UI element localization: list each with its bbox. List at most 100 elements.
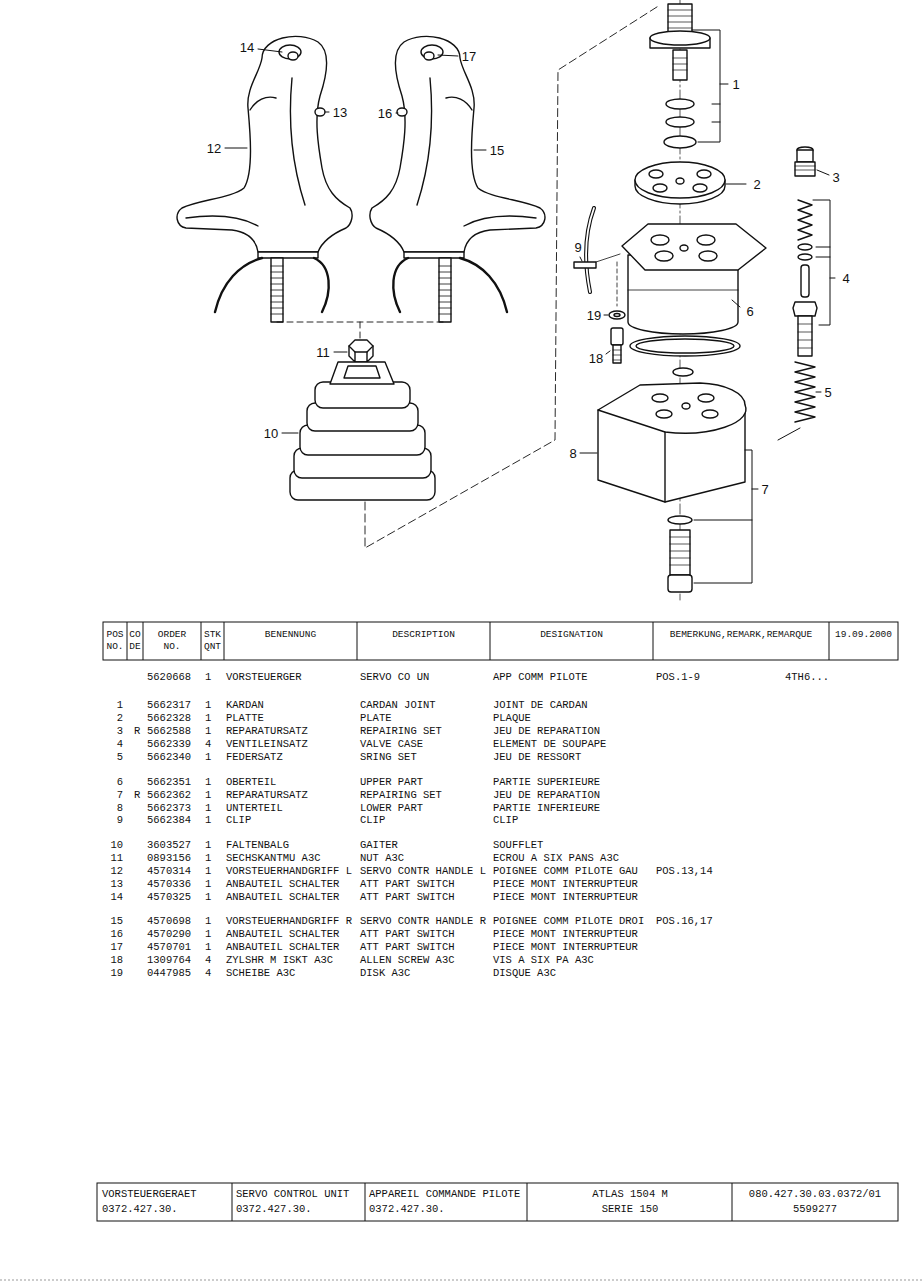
table-cell: 0447985 <box>147 967 191 979</box>
footer-cell: 0372.427.30. <box>102 1203 178 1215</box>
table-cell: ELEMENT DE SOUPAPE <box>493 738 606 750</box>
table-cell: 1 <box>205 878 211 890</box>
callout-number: 16 <box>378 106 392 121</box>
table-cell: POIGNEE COMM PILOTE DROI <box>493 915 644 927</box>
table-cell: PLAQUE <box>493 712 531 724</box>
table-cell: 3603527 <box>147 839 191 851</box>
table-cell: 1 <box>205 839 211 851</box>
table-cell: 1 <box>205 751 211 763</box>
footer-cell: 080.427.30.03.0372/01 <box>749 1188 881 1200</box>
table-cell: REPARATURSATZ <box>226 789 308 801</box>
callout-number: 17 <box>462 49 476 64</box>
table-cell: JEU DE REPARATION <box>493 725 600 737</box>
table-cell: 6 <box>103 776 123 788</box>
table-cell: 1 <box>205 915 211 927</box>
table-cell: 1309764 <box>147 954 191 966</box>
table-cell: JOINT DE CARDAN <box>493 699 588 711</box>
table-cell: CLIP <box>226 814 251 826</box>
table-cell: 5662373 <box>147 802 191 814</box>
table-cell: SECHSKANTMU A3C <box>226 852 321 864</box>
callout-number: 15 <box>490 143 504 158</box>
table-cell: 4 <box>205 954 211 966</box>
footer-cell: SERIE 150 <box>602 1203 659 1215</box>
table-cell: 18 <box>103 954 123 966</box>
table-cell: 1 <box>205 789 211 801</box>
table-cell: LOWER PART <box>360 802 423 814</box>
table-cell: 4570325 <box>147 891 191 903</box>
table-cell: UNTERTEIL <box>226 802 283 814</box>
table-header: DESIGNATION <box>492 629 652 641</box>
table-cell: R <box>134 725 140 737</box>
table-cell: ANBAUTEIL SCHALTER <box>226 928 339 940</box>
table-cell: PLATE <box>360 712 392 724</box>
table-cell: POIGNEE COMM PILOTE GAU <box>493 865 638 877</box>
table-cell: CLIP <box>493 814 518 826</box>
table-cell: 1 <box>205 941 211 953</box>
table-cell: ANBAUTEIL SCHALTER <box>226 878 339 890</box>
table-cell: ATT PART SWITCH <box>360 928 455 940</box>
footer-cell: SERVO CONTROL UNIT <box>236 1188 349 1200</box>
table-cell: VIS A SIX PA A3C <box>493 954 594 966</box>
table-cell: POS.16,17 <box>656 915 713 927</box>
table-cell: CARDAN JOINT <box>360 699 436 711</box>
callout-number: 3 <box>832 170 839 185</box>
table-cell: 4 <box>205 738 211 750</box>
table-cell: 5662339 <box>147 738 191 750</box>
table-cell: VENTILEINSATZ <box>226 738 308 750</box>
table-cell: PIECE MONT INTERRUPTEUR <box>493 891 638 903</box>
table-cell: 17 <box>103 941 123 953</box>
table-cell: JEU DE RESSORT <box>493 751 581 763</box>
table-cell: ATT PART SWITCH <box>360 878 455 890</box>
table-cell: 1 <box>205 928 211 940</box>
table-cell: SOUFFLET <box>493 839 543 851</box>
table-header: BENENNUNG <box>226 629 356 641</box>
table-cell: 15 <box>103 915 123 927</box>
table-cell: PARTIE SUPERIEURE <box>493 776 600 788</box>
table-cell: 5662588 <box>147 725 191 737</box>
footer-cell: 0372.427.30. <box>236 1203 312 1215</box>
callout-number: 1 <box>732 77 739 92</box>
table-header: BEMERKUNG,REMARK,REMARQUE <box>655 629 827 641</box>
table-cell: 1 <box>205 725 211 737</box>
table-cell: APP COMM PILOTE <box>493 671 588 683</box>
table-cell: KARDAN <box>226 699 264 711</box>
table-cell: 8 <box>103 802 123 814</box>
table-cell: 13 <box>103 878 123 890</box>
table-cell: 4 <box>103 738 123 750</box>
table-cell: 1 <box>103 699 123 711</box>
table-cell: ATT PART SWITCH <box>360 891 455 903</box>
table-cell: DISK A3C <box>360 967 410 979</box>
callout-number: 6 <box>746 304 753 319</box>
callout-number: 2 <box>753 177 760 192</box>
table-cell: 4570290 <box>147 928 191 940</box>
table-cell: ANBAUTEIL SCHALTER <box>226 891 339 903</box>
table-cell: 1 <box>205 699 211 711</box>
table-cell: VORSTEUERHANDGRIFF L <box>226 865 352 877</box>
table-cell: 14 <box>103 891 123 903</box>
table-cell: 19 <box>103 967 123 979</box>
table-cell: PIECE MONT INTERRUPTEUR <box>493 878 638 890</box>
table-cell: SERVO CONTR HANDLE L <box>360 865 486 877</box>
table-cell: PIECE MONT INTERRUPTEUR <box>493 941 638 953</box>
table-cell: VORSTEUERGER <box>226 671 302 683</box>
table-cell: REPARATURSATZ <box>226 725 308 737</box>
table-cell: REPAIRING SET <box>360 789 442 801</box>
table-cell: 4 <box>205 967 211 979</box>
callout-number: 13 <box>333 105 347 120</box>
table-cell: 1 <box>205 865 211 877</box>
table-cell: OBERTEIL <box>226 776 276 788</box>
table-cell: POS.1-9 <box>656 671 700 683</box>
table-cell: 16 <box>103 928 123 940</box>
table-header: ORDER NO. <box>152 629 192 653</box>
table-cell: CLIP <box>360 814 385 826</box>
footer-cell: ATLAS 1504 M <box>592 1188 668 1200</box>
table-cell: 7 <box>103 789 123 801</box>
callout-number: 11 <box>316 345 330 360</box>
table-header: POS NO. <box>103 629 127 653</box>
table-header: DESCRIPTION <box>359 629 489 641</box>
table-cell: 5662328 <box>147 712 191 724</box>
callout-number: 7 <box>761 482 768 497</box>
table-cell: DISQUE A3C <box>493 967 556 979</box>
table-cell: 5662362 <box>147 789 191 801</box>
table-cell: NUT A3C <box>360 852 404 864</box>
